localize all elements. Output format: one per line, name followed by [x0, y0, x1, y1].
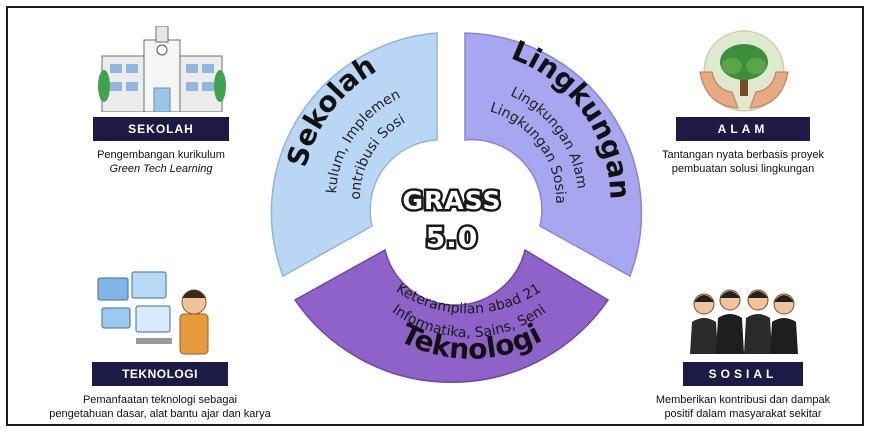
- desc-sosial: Memberikan kontribusi dan dampak positif…: [636, 393, 850, 421]
- center-circle: [388, 151, 516, 279]
- desc-teknologi-line1: Pemanfaatan teknologi sebagai: [82, 394, 238, 406]
- desc-sekolah-line1: Pengembangan kurikulum: [97, 149, 225, 161]
- corner-alam: ALAM Tantangan nyata berbasis proyek pem…: [636, 117, 850, 176]
- corner-teknologi: TEKNOLOGI Pemanfaatan teknologi sebagai …: [42, 362, 278, 421]
- badge-sekolah: SEKOLAH: [93, 117, 229, 141]
- badge-teknologi: TEKNOLOGI: [92, 362, 228, 386]
- segment-teknologi: [293, 248, 610, 383]
- desc-teknologi-line2: pengetahuan dasar, alat bantu ajar dan k…: [49, 408, 271, 420]
- group-of-people-icon: [690, 289, 798, 354]
- badge-sosial: SOSIAL: [683, 362, 803, 386]
- segment-sekolah: [270, 32, 438, 278]
- desc-sekolah: Pengembangan kurikulum Green Tech Learni…: [56, 148, 266, 176]
- desc-alam-line1: Tantangan nyata berbasis proyek: [661, 149, 825, 161]
- desc-sekolah-line2: Green Tech Learning: [109, 163, 213, 175]
- hands-holding-tree-icon: [699, 30, 789, 112]
- desc-alam-line2: pembuatan solusi lingkungan: [671, 163, 815, 175]
- teacher-with-screens-icon: [97, 271, 209, 355]
- desc-teknologi: Pemanfaatan teknologi sebagai pengetahua…: [42, 393, 278, 421]
- desc-sosial-line1: Memberikan kontribusi dan dampak: [655, 394, 831, 406]
- desc-alam: Tantangan nyata berbasis proyek pembuata…: [636, 148, 850, 176]
- school-building-icon: [98, 26, 226, 112]
- segment-lingkungan: [464, 32, 643, 278]
- badge-alam: ALAM: [676, 117, 810, 141]
- corner-sekolah: SEKOLAH Pengembangan kurikulum Green Tec…: [56, 117, 266, 176]
- center-title-line1: GRASS: [402, 186, 501, 215]
- center-title-line2: 5.0: [426, 221, 479, 254]
- corner-sosial: SOSIAL Memberikan kontribusi dan dampak …: [636, 362, 850, 421]
- desc-sosial-line2: positif dalam masyarakat sekitar: [664, 408, 822, 420]
